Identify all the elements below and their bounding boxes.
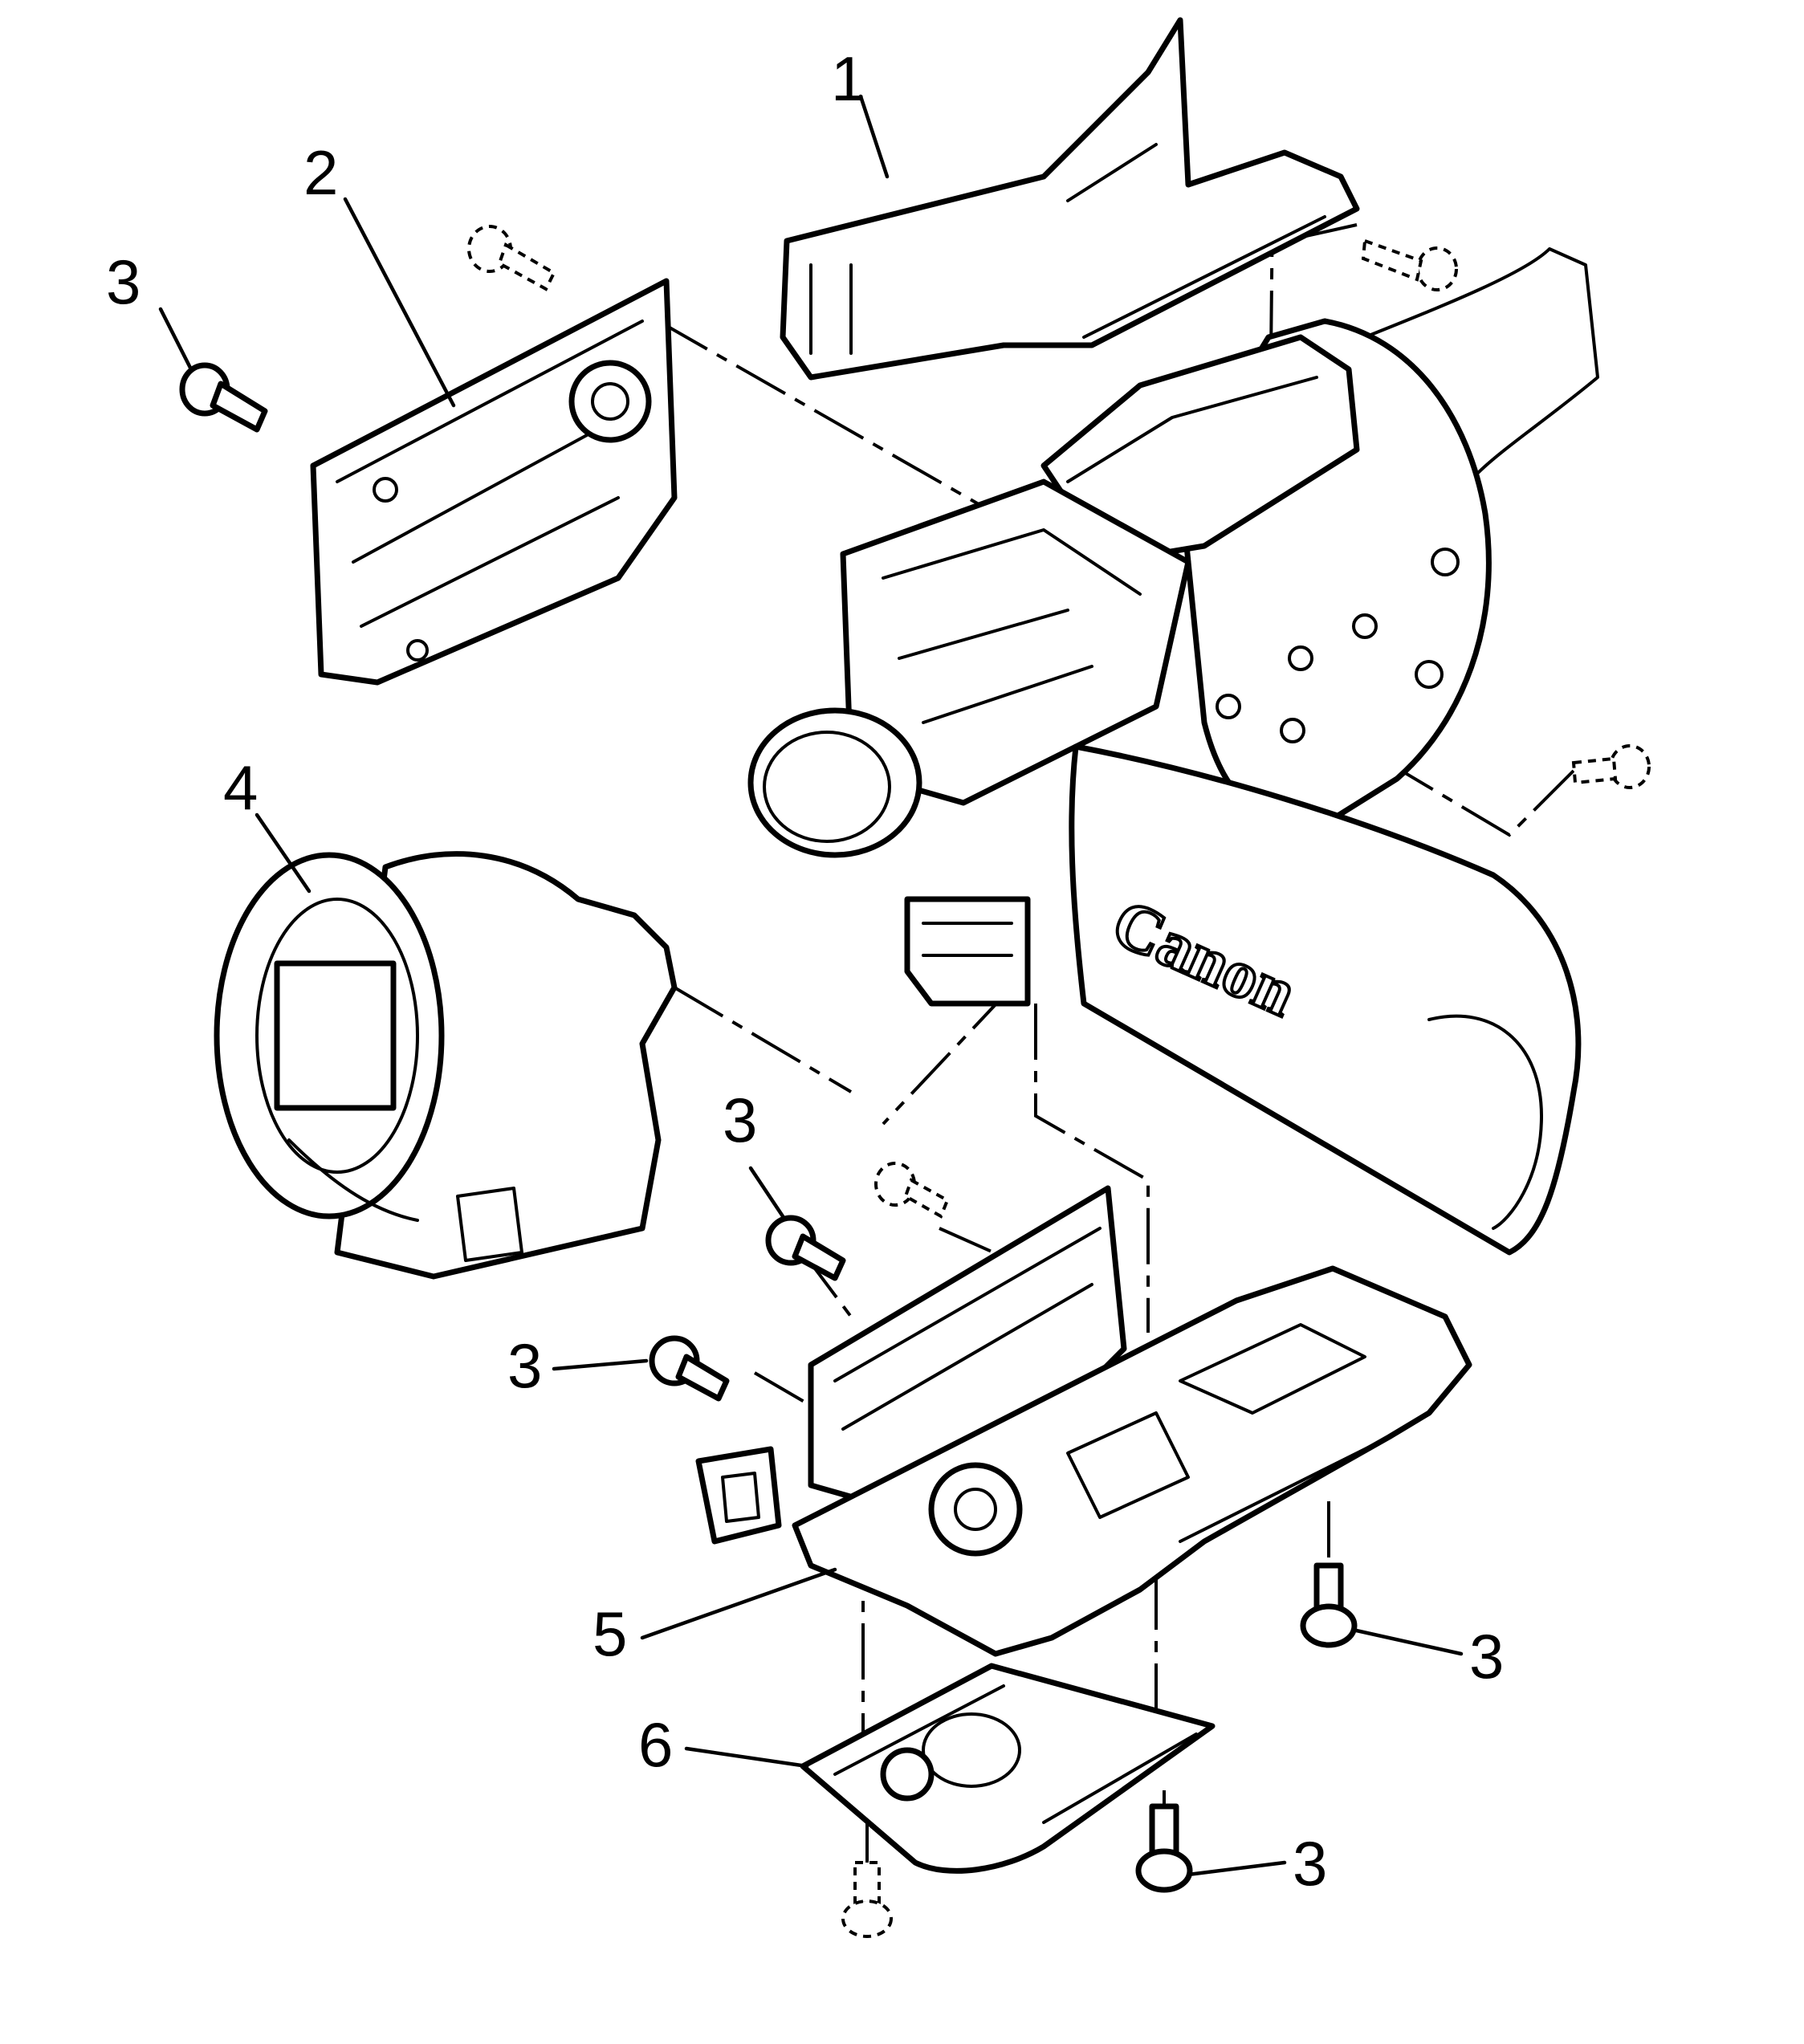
screw-right-upper	[1300, 1562, 1358, 1648]
screw-near-callout-3a	[179, 362, 268, 433]
screw-right-lower	[1135, 1803, 1193, 1893]
callout-3-bottom-right: 3	[1293, 1828, 1327, 1899]
hidden-screws	[467, 225, 1651, 1938]
leader-4	[255, 812, 312, 894]
bottom-plate-part-6	[800, 1663, 1216, 1874]
callout-1: 1	[831, 43, 865, 114]
callout-4: 4	[223, 752, 258, 823]
screw-middle-upper	[765, 1215, 846, 1281]
callout-5: 5	[593, 1598, 627, 1669]
bottom-frame-part-5	[695, 1185, 1472, 1657]
callout-2: 2	[303, 137, 338, 208]
callout-3-middle-left: 3	[507, 1330, 542, 1401]
leader-1	[858, 94, 890, 179]
callout-leaders	[158, 94, 1464, 1877]
side-panel-part-2	[310, 278, 678, 686]
leader-2	[343, 197, 456, 408]
leader-3d	[1350, 1627, 1464, 1656]
callout-6: 6	[638, 1709, 673, 1780]
lens-cover-part-4	[214, 851, 678, 1280]
callout-numbers: 1 2 3 4 3 3 5 3 6 3	[106, 43, 1504, 1899]
leader-3e	[1186, 1860, 1287, 1877]
callout-3-middle-upper: 3	[723, 1085, 757, 1155]
callout-3-right: 3	[1469, 1621, 1504, 1692]
leader-3c	[552, 1358, 649, 1371]
camcorder-body: Canon	[747, 247, 1599, 1256]
callout-3-top-left: 3	[106, 246, 140, 317]
leader-3a	[158, 307, 193, 372]
screw-middle-lower	[649, 1335, 730, 1402]
top-cover-part-1	[780, 17, 1360, 381]
leader-6	[684, 1746, 809, 1769]
leader-3b	[748, 1166, 785, 1219]
leader-5	[640, 1567, 837, 1640]
